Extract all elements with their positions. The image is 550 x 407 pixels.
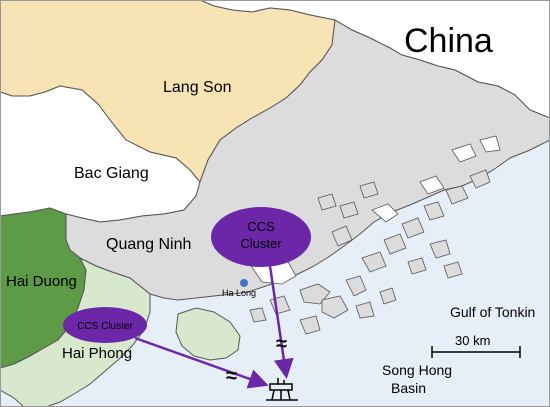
label-china: China	[404, 22, 493, 60]
inland-water	[249, 135, 501, 285]
break-icon: ≈	[226, 365, 237, 387]
offshore-platform-icon	[266, 378, 298, 401]
label-hai-duong: Hai Duong	[6, 273, 77, 290]
scale-bar	[431, 346, 521, 358]
region-quang-ninh	[65, 19, 550, 301]
label-gulf-of-tonkin: Gulf of Tonkin	[450, 304, 535, 320]
ccs-cluster-label-line1: CCS	[247, 219, 275, 234]
ccs-cluster-bubble	[211, 207, 311, 267]
label-lang-son: Lang Son	[163, 79, 232, 96]
label-song-hong-basin-line1: Song Hong	[382, 362, 452, 378]
ccs-cluster-label-line2: Cluster	[240, 236, 282, 251]
ccs-cluster-bubble-hai-phong	[63, 307, 147, 343]
label-song-hong-basin-line2: Basin	[391, 380, 426, 396]
break-icon: ≈	[276, 333, 287, 355]
scale-label: 30 km	[455, 333, 490, 348]
label-bac-giang: Bac Giang	[74, 165, 149, 182]
label-ha-long: Ha Long	[222, 288, 256, 298]
label-hai-phong: Hai Phong	[62, 345, 132, 362]
pipeline-arrow-quang-ninh	[268, 265, 294, 379]
ccs-cluster-label-hai-phong: CCS Cluster	[77, 321, 133, 332]
label-quang-ninh: Quang Ninh	[106, 236, 191, 253]
ha-long-marker	[240, 279, 248, 287]
pipeline-arrow-hai-phong	[134, 336, 269, 389]
island-cat-ba	[175, 307, 241, 361]
